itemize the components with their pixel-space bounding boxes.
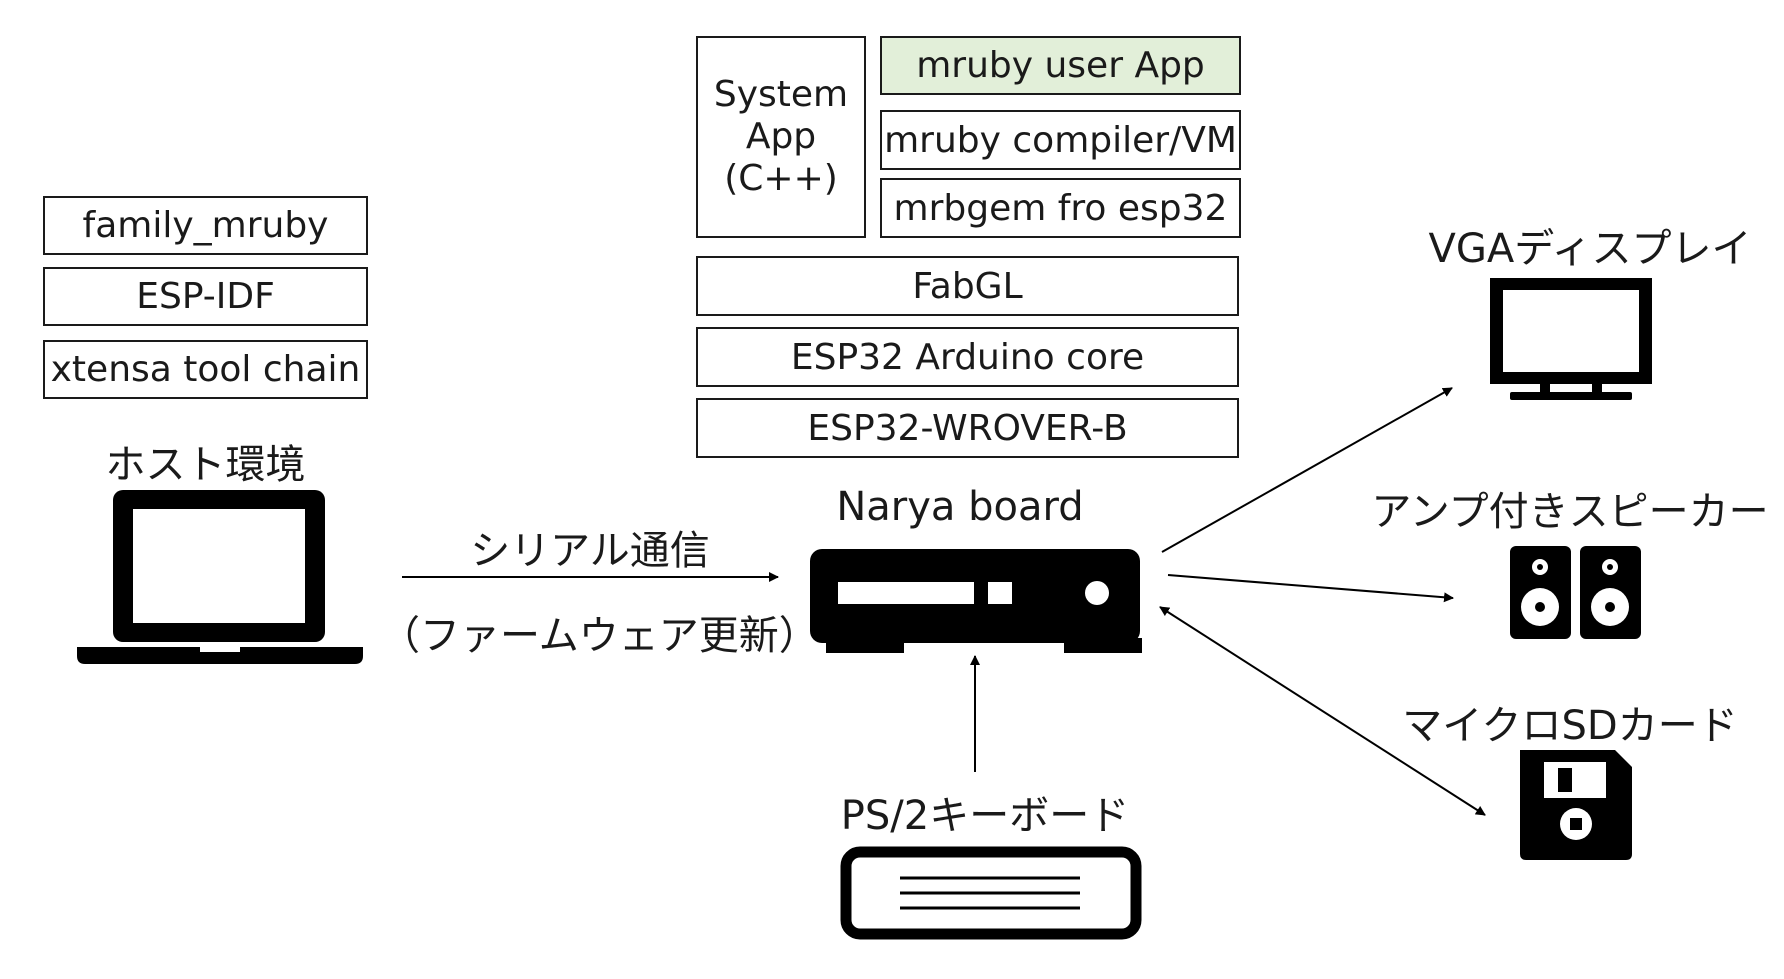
host-stack-esp-idf: ESP-IDF [43, 267, 368, 326]
speaker-label: アンプ付きスピーカー [1371, 489, 1769, 535]
system-app-line-2: App [745, 116, 817, 157]
keyboard-icon [840, 846, 1142, 940]
system-app-line-1: System [713, 74, 849, 115]
mruby-compiler-vm-box: mruby compiler/VM [880, 110, 1241, 170]
sd-card-icon [1520, 750, 1632, 860]
arrow-board-to-vga [1161, 387, 1453, 553]
arrow-board-sd-bidirectional [1159, 606, 1486, 816]
laptop-icon [77, 490, 363, 664]
esp32-wrover-b-box: ESP32-WROVER-B [696, 398, 1239, 458]
sdcard-label: マイクロSDカード [1402, 703, 1738, 749]
mrbgem-box: mrbgem fro esp32 [880, 178, 1241, 238]
monitor-icon [1490, 278, 1652, 400]
mruby-user-app-box: mruby user App [880, 36, 1241, 95]
host-stack-xtensa-toolchain: xtensa tool chain [43, 340, 368, 399]
esp32-arduino-core-box: ESP32 Arduino core [696, 327, 1239, 387]
speaker-icon [1510, 546, 1641, 639]
system-app-box: System App (C++) [696, 36, 866, 238]
vga-label: VGAディスプレイ [1428, 226, 1752, 272]
arrow-board-to-speaker [1167, 574, 1454, 603]
host-label: ホスト環境 [105, 442, 306, 488]
system-app-line-3: (C++) [724, 158, 838, 199]
keyboard-label: PS/2キーボード [840, 793, 1130, 839]
connection-label-serial: シリアル通信 [470, 528, 710, 574]
board-device-icon [810, 549, 1142, 653]
host-stack-family-mruby: family_mruby [43, 196, 368, 255]
connection-label-firmware-update: （ファームウェア更新） [380, 613, 819, 659]
board-label: Narya board [836, 484, 1084, 530]
fabgl-box: FabGL [696, 256, 1239, 316]
